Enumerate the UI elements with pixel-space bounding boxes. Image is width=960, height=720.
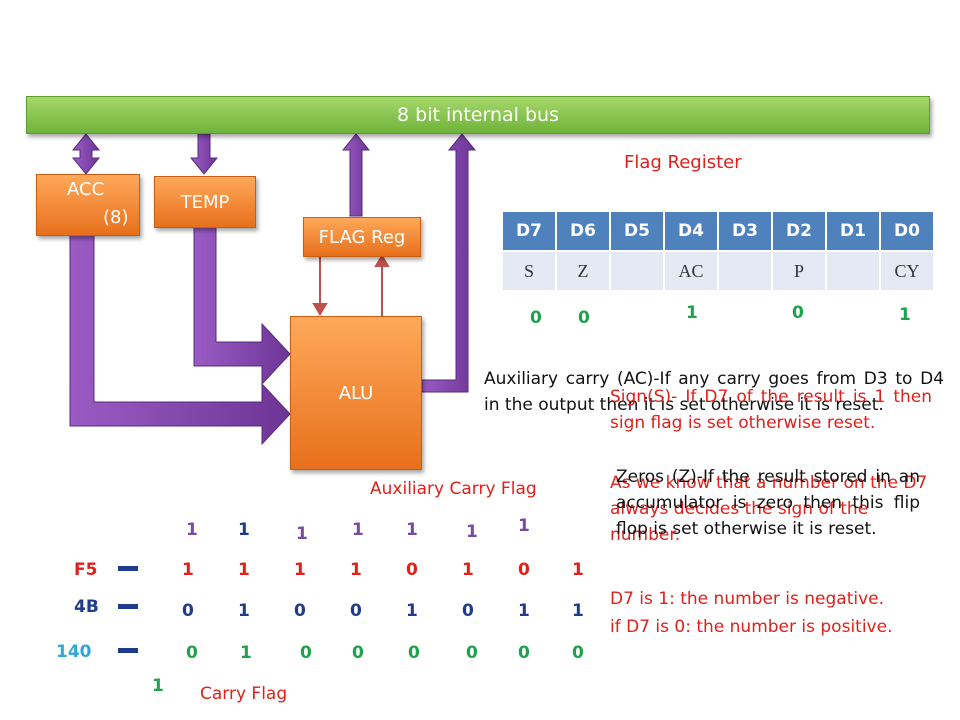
aux-carry-description: Auxiliary carry (AC)-If any carry goes f… bbox=[484, 369, 944, 415]
flag-header-cell: D1 bbox=[827, 212, 879, 250]
flag-header-cell: D0 bbox=[881, 212, 933, 250]
temp-bus-arrow bbox=[189, 133, 219, 175]
result-bit: 0 bbox=[466, 643, 478, 663]
temp-label: TEMP bbox=[180, 191, 230, 213]
flag-header-cell: D5 bbox=[611, 212, 663, 250]
row-label-f5: F5 bbox=[74, 560, 98, 580]
row-label-4b: 4B bbox=[74, 597, 99, 617]
result-bit: 0 bbox=[408, 643, 420, 663]
result-bit: 0 bbox=[186, 643, 198, 663]
carry-bit: 1 bbox=[352, 520, 364, 540]
acc-block: ACC (8) bbox=[36, 174, 140, 236]
result-bit: 0 bbox=[572, 643, 584, 663]
flag-cell bbox=[611, 252, 663, 290]
carry-bit: 1 bbox=[518, 516, 530, 536]
4b-bit: 1 bbox=[406, 601, 418, 621]
f5-bit: 1 bbox=[294, 560, 306, 580]
acc-bus-arrow bbox=[71, 133, 101, 175]
f5-bit: 1 bbox=[182, 560, 194, 580]
row-label-140: 140 bbox=[56, 642, 92, 662]
bus-label: 8 bit internal bus bbox=[397, 104, 559, 126]
d7-positive-note: if D7 is 0: the number is positive. bbox=[610, 617, 893, 637]
f5-bit: 1 bbox=[462, 560, 474, 580]
flag-reg-block: FLAG Reg bbox=[303, 217, 421, 257]
alu-flag-red-arrows bbox=[312, 254, 390, 316]
sign-description: Sign(S)- If D7 of the result is 1 then s… bbox=[610, 387, 932, 433]
4b-bit: 1 bbox=[238, 601, 250, 621]
row-dashes bbox=[118, 566, 138, 653]
alu-output-arrow bbox=[421, 133, 477, 393]
alu-block: ALU bbox=[290, 316, 422, 470]
flag-header-cell: D7 bbox=[503, 212, 555, 250]
4b-bit: 1 bbox=[572, 601, 584, 621]
flag-value-p: 0 bbox=[792, 303, 804, 323]
flag-header-cell: D2 bbox=[773, 212, 825, 250]
acc-label: ACC bbox=[67, 179, 105, 200]
d7-negative-note: D7 is 1: the number is negative. bbox=[610, 589, 885, 609]
flag-value-cy: 1 bbox=[899, 305, 911, 325]
flag-register-table: D7 D6 D5 D4 D3 D2 D1 D0 S Z AC P CY bbox=[501, 210, 935, 292]
internal-bus: 8 bit internal bus bbox=[26, 96, 930, 134]
result-bit: 0 bbox=[300, 643, 312, 663]
flag-cell bbox=[719, 252, 771, 290]
4b-bit: 0 bbox=[182, 601, 194, 621]
temp-alu-arrow bbox=[193, 226, 291, 386]
f5-bit: 1 bbox=[238, 560, 250, 580]
flag-cell bbox=[827, 252, 879, 290]
flag-header-cell: D3 bbox=[719, 212, 771, 250]
carry-bit: 1 bbox=[296, 524, 308, 544]
carry-flag-label: Carry Flag bbox=[200, 684, 288, 704]
carry-bit: 1 bbox=[406, 520, 418, 540]
flag-value-row: S Z AC P CY bbox=[503, 252, 933, 290]
4b-bit: 0 bbox=[294, 601, 306, 621]
flag-cell: CY bbox=[881, 252, 933, 290]
flag-cell: Z bbox=[557, 252, 609, 290]
sign-note: As we know that a number on the D7 alway… bbox=[610, 473, 928, 545]
acc-alu-arrow bbox=[69, 233, 291, 446]
f5-bit: 0 bbox=[406, 560, 418, 580]
flag-reg-label: FLAG Reg bbox=[318, 226, 406, 248]
acc-size-label: (8) bbox=[103, 207, 129, 228]
flag-cell: S bbox=[503, 252, 555, 290]
carry-bit: 1 bbox=[466, 522, 478, 542]
flag-value-s: 0 bbox=[530, 308, 542, 328]
flag-header-cell: D6 bbox=[557, 212, 609, 250]
f5-bit: 1 bbox=[572, 560, 584, 580]
zero-description: Zeros (Z)-If the result stored in an acc… bbox=[616, 467, 920, 539]
flag-header-cell: D4 bbox=[665, 212, 717, 250]
final-carry-bit: 1 bbox=[152, 676, 164, 696]
flag-value-z: 0 bbox=[578, 308, 590, 328]
4b-bit: 0 bbox=[350, 601, 362, 621]
flag-value-ac: 1 bbox=[686, 303, 698, 323]
temp-block: TEMP bbox=[154, 176, 256, 228]
result-bit: 1 bbox=[240, 643, 252, 663]
result-bit: 0 bbox=[518, 643, 530, 663]
flag-register-title: Flag Register bbox=[624, 152, 742, 173]
4b-bit: 0 bbox=[462, 601, 474, 621]
flag-bus-arrow bbox=[341, 133, 371, 217]
flag-cell: P bbox=[773, 252, 825, 290]
f5-bit: 1 bbox=[350, 560, 362, 580]
flag-cell: AC bbox=[665, 252, 717, 290]
flag-header-row: D7 D6 D5 D4 D3 D2 D1 D0 bbox=[503, 212, 933, 250]
aux-carry-flag-label: Auxiliary Carry Flag bbox=[370, 479, 537, 499]
f5-bit: 0 bbox=[518, 560, 530, 580]
result-bit: 0 bbox=[352, 643, 364, 663]
4b-bit: 1 bbox=[518, 601, 530, 621]
alu-label: ALU bbox=[338, 382, 374, 404]
carry-bit: 1 bbox=[186, 520, 198, 540]
carry-bit: 1 bbox=[238, 520, 250, 540]
